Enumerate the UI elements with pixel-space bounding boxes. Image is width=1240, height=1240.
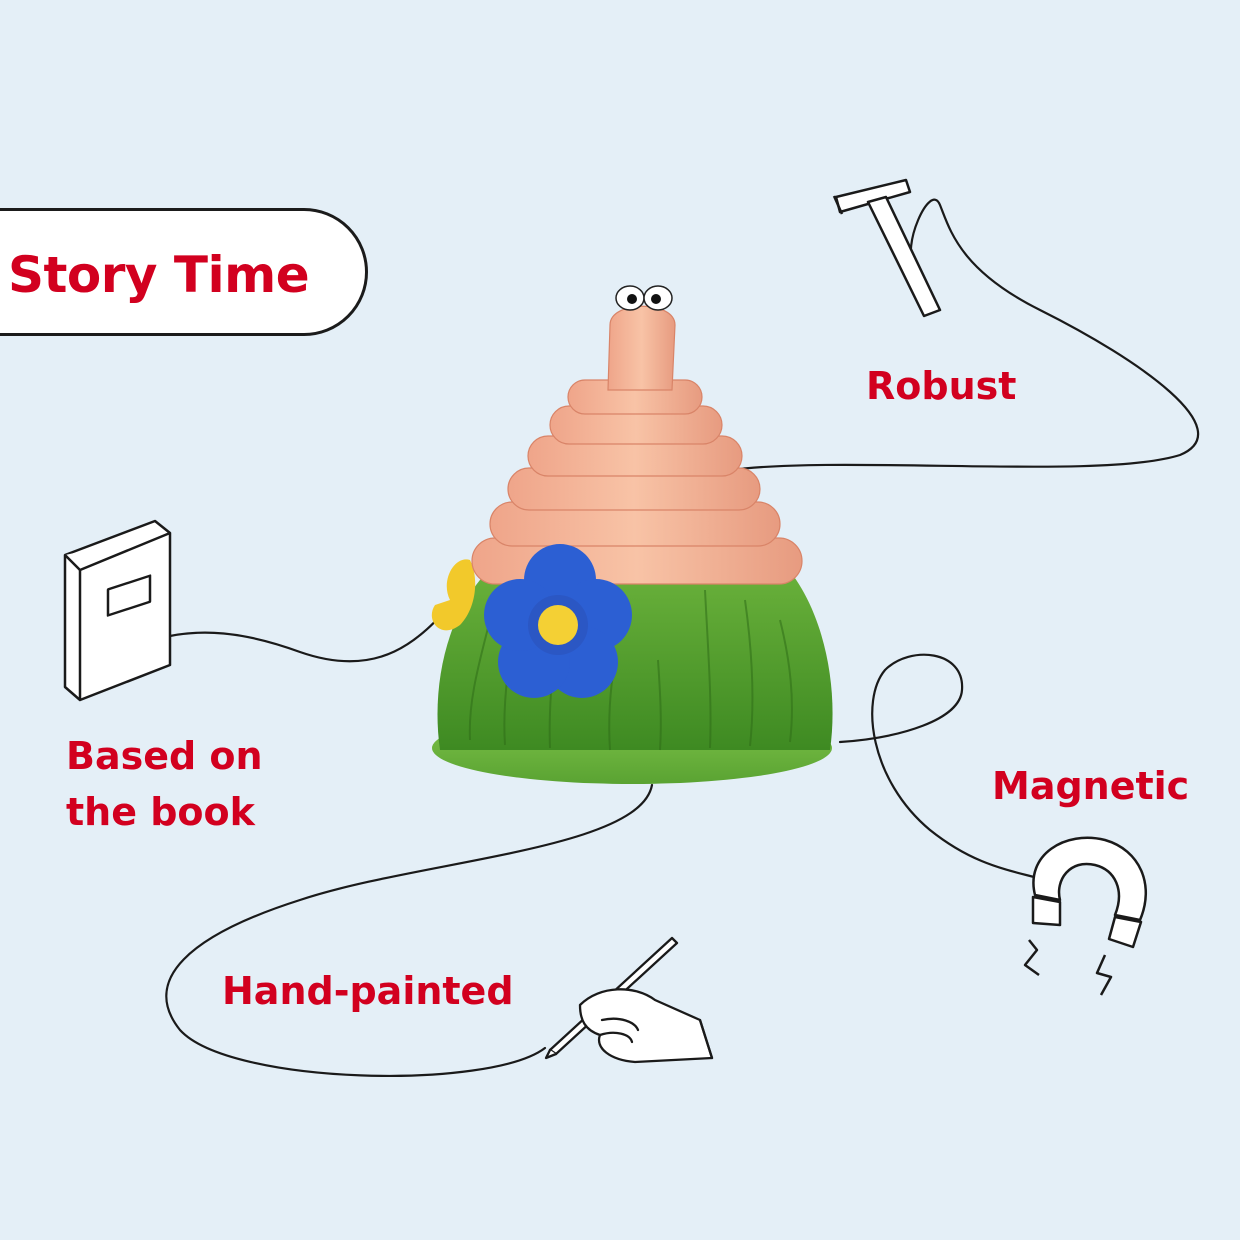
feature-label-book-line1: Based on <box>66 734 263 778</box>
feature-label-book-line2: the book <box>66 790 255 834</box>
feature-label-book: Based on the book <box>66 728 263 840</box>
connector-line-magnet <box>838 653 1047 882</box>
connector-line-hand <box>165 783 654 1077</box>
worm-figurine <box>431 285 833 784</box>
feature-label-robust: Robust <box>866 364 1017 408</box>
hammer-icon <box>832 178 942 318</box>
connector-line-robust <box>728 198 1200 472</box>
flower-icon <box>484 544 632 698</box>
hand-pencil-icon <box>544 936 714 1064</box>
feature-label-hand-painted: Hand-painted <box>222 969 514 1013</box>
story-time-label: Story Time <box>8 246 310 304</box>
story-time-badge <box>0 208 368 336</box>
connector-line-book <box>168 598 457 663</box>
book-icon <box>63 519 172 702</box>
feature-label-magnetic: Magnetic <box>992 764 1190 808</box>
magnet-icon <box>1023 836 1148 996</box>
